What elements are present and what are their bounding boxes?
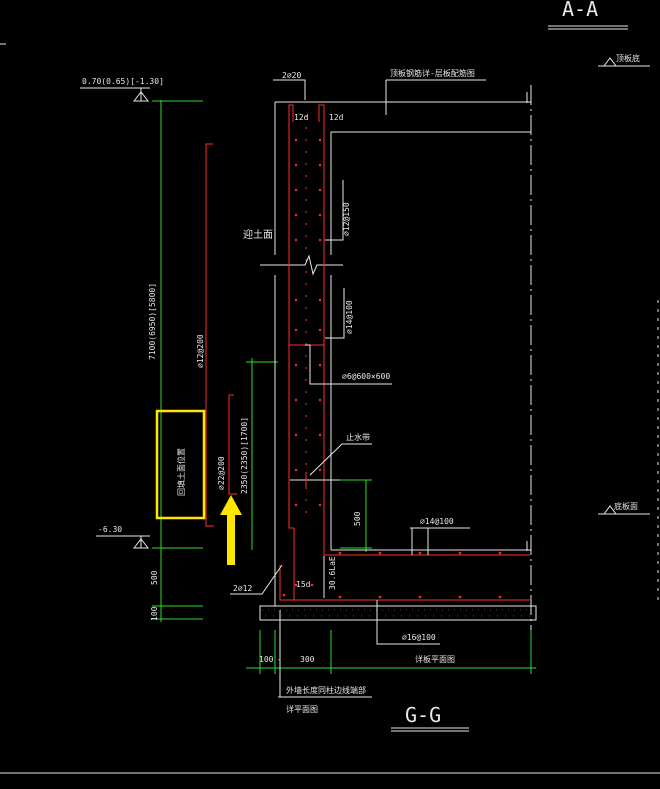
blinding-layer xyxy=(259,605,537,621)
slab-bottom-bar-leader xyxy=(376,600,440,645)
top-level-label: 0.70(0.65)[-1.30] xyxy=(82,77,164,86)
outer-bar-text: ⌀12@200 xyxy=(196,334,205,368)
slab-bottom-bar-text: ⌀16@100 xyxy=(402,633,436,642)
wall-rebar-outer xyxy=(288,104,294,529)
break-line xyxy=(260,254,343,276)
dim-bottom-dash: - xyxy=(277,655,282,664)
dim-500-inner-text: 500 xyxy=(353,511,362,526)
add-bar-text: ⌀22@200 xyxy=(217,456,226,490)
blinding-hatch xyxy=(262,609,530,617)
dim-main-text: 7100(6950)[5800] xyxy=(148,283,157,360)
anchor-12d-right: 12d xyxy=(329,113,344,122)
slab-note-text: 详板平面图 xyxy=(415,654,455,664)
inner-bar-leader xyxy=(325,288,345,339)
outer-note-text: 外墙长度同柱边线端部 xyxy=(286,685,366,695)
stirrup-leader xyxy=(305,344,392,385)
dim-bottom-100: 100 xyxy=(259,655,274,664)
highlight-text: 回填土面位置 xyxy=(176,448,186,496)
top-bars-leader xyxy=(273,79,306,100)
anchor-15d-text: 15d xyxy=(296,580,311,589)
bottom-level-label: -6.30 xyxy=(98,525,122,534)
add-bar-line xyxy=(228,394,237,495)
soil-face-text: 迎土面 xyxy=(243,228,273,241)
label-bottom-slab-top: 底板面 xyxy=(614,501,638,511)
slab-rebar-dots xyxy=(282,551,502,599)
dim-add-text: 2350(2350)[1700] xyxy=(240,417,249,494)
label-top-slab-bottom: 顶板底 xyxy=(616,53,640,63)
slab-rebar-hook xyxy=(279,565,294,601)
anchor-lae-text: 30.6LaE xyxy=(328,556,337,590)
dim-100-text: 100 xyxy=(150,606,159,621)
arrow-up-icon xyxy=(220,495,242,565)
wall-rebar-dots xyxy=(294,138,322,507)
section-title-aa: A-A xyxy=(562,0,598,21)
bottom-bars-leader xyxy=(230,564,283,595)
outer-bar-line xyxy=(205,143,214,527)
right-level-triangle-1 xyxy=(603,57,617,67)
highlight-box[interactable] xyxy=(155,409,206,520)
anchor-12d-left: 12d xyxy=(294,113,309,122)
right-level-triangle-2 xyxy=(603,505,617,515)
waterstop-text: 止水带 xyxy=(346,432,370,442)
wall-rebar-inner xyxy=(318,104,325,540)
stirrup-text: ⌀6@600×600 xyxy=(342,372,390,381)
tie-label-text: ⌀12@150 xyxy=(342,202,351,236)
section-title-gg: G-G xyxy=(405,703,441,727)
dim-bottom-300: 300 xyxy=(300,655,315,664)
slab-bar-text: ⌀14@100 xyxy=(420,517,454,526)
inner-bar-text: ⌀14@100 xyxy=(345,300,354,334)
tie-label-leader xyxy=(325,180,344,241)
waterstop-leader xyxy=(309,443,372,476)
top-note-text: 顶板钢筋详-层板配筋图 xyxy=(390,68,475,78)
dim-500-text: 500 xyxy=(150,570,159,585)
bottom-bars-text: 2⌀12 xyxy=(233,584,252,593)
top-bars-text: 2⌀20 xyxy=(282,71,301,80)
slab-rebar-top xyxy=(323,540,530,556)
plan-note-text: 详平面图 xyxy=(286,704,318,714)
